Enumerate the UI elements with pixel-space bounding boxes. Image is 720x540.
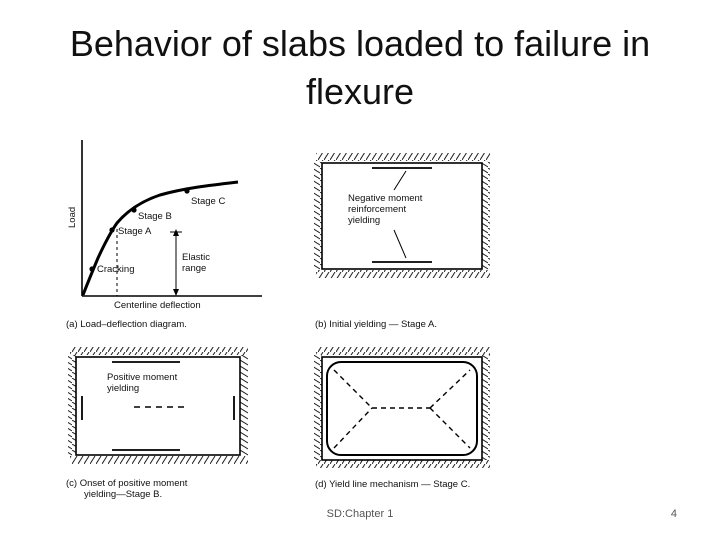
page-number: 4 — [670, 508, 677, 520]
label-elastic: Elastic — [182, 252, 210, 263]
positive-yield-lines — [333, 369, 471, 449]
support-hatch-bottom — [70, 456, 248, 464]
panel-b-initial-yielding: Negative moment reinforcement yielding (… — [314, 153, 490, 330]
support-hatch-left — [314, 355, 322, 460]
title-line-1: Behavior of slabs loaded to failure in — [69, 23, 651, 64]
label-stage-a: Stage A — [118, 226, 152, 237]
x-axis-label: Centerline deflection — [114, 300, 201, 311]
support-hatch-right — [482, 355, 490, 460]
label-stage-b: Stage B — [138, 211, 172, 222]
label-stage-c: Stage C — [191, 196, 225, 207]
caption-a: (a) Load–deflection diagram. — [66, 319, 187, 330]
panel-d-yield-line-mechanism: (d) Yield line mechanism — Stage C. — [314, 347, 490, 490]
panel-c-positive-yielding: Positive moment yielding (c) Onset of po… — [66, 347, 248, 500]
caption-c-1: (c) Onset of positive moment — [66, 478, 188, 489]
label-negative-2: reinforcement — [348, 204, 406, 215]
point-stage-c — [184, 188, 190, 194]
support-hatch-top — [316, 153, 490, 161]
title-line-2: flexure — [305, 71, 415, 112]
label-positive-2: yielding — [107, 383, 139, 394]
support-hatch-top — [316, 347, 490, 355]
elastic-arrow-head-bottom — [173, 289, 179, 296]
label-cracking: Cracking — [97, 264, 135, 275]
caption-b: (b) Initial yielding — Stage A. — [315, 319, 437, 330]
label-positive-1: Positive moment — [107, 372, 178, 383]
negative-yield-ring — [326, 361, 478, 456]
label-negative-1: Negative moment — [348, 193, 423, 204]
leader-top — [393, 170, 407, 191]
label-negative-3: yielding — [348, 215, 380, 226]
caption-c-2: yielding—Stage B. — [84, 489, 162, 500]
support-hatch-left — [68, 355, 76, 456]
slide-footer: SD:Chapter 1 — [326, 508, 394, 520]
y-axis-label: Load — [67, 207, 78, 228]
support-hatch-right — [482, 161, 490, 270]
label-range: range — [182, 263, 206, 274]
point-stage-b — [131, 207, 137, 213]
leader-bottom — [393, 229, 407, 259]
support-hatch-bottom — [316, 460, 490, 468]
slab-outline-c — [75, 356, 241, 456]
support-hatch-right — [240, 355, 248, 456]
support-hatch-bottom — [316, 270, 490, 278]
panel-a-load-deflection: Load Centerline deflection Stage C Stage… — [66, 140, 262, 330]
support-hatch-top — [70, 347, 248, 355]
caption-d: (d) Yield line mechanism — Stage C. — [315, 479, 470, 490]
point-stage-a — [109, 227, 115, 233]
slab-outline-b — [321, 162, 483, 270]
point-cracking — [89, 266, 95, 272]
slide-title: Behavior of slabs loaded to failure in f… — [0, 20, 720, 116]
support-hatch-left — [314, 161, 322, 270]
